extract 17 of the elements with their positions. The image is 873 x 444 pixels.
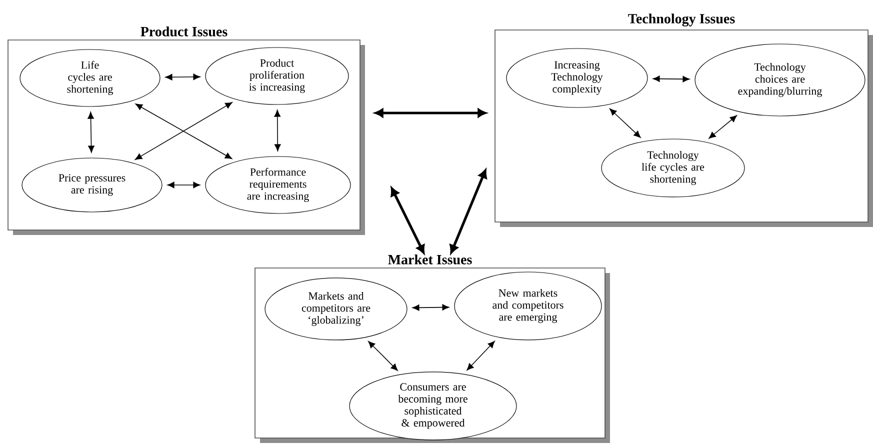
node-label: Consumers are becoming more sophisticated & empowered bbox=[398, 383, 468, 429]
double-arrow bbox=[466, 340, 495, 370]
double-arrow bbox=[368, 341, 398, 371]
double-arrow bbox=[652, 76, 690, 82]
double-arrow bbox=[374, 108, 486, 118]
panel-heading: Technology Issues bbox=[628, 14, 735, 26]
double-arrow bbox=[412, 304, 450, 311]
double-arrow bbox=[167, 182, 200, 188]
double-arrow bbox=[88, 112, 94, 153]
panel-heading: Market Issues bbox=[388, 254, 472, 264]
panel-heading: Product Issues bbox=[140, 26, 228, 36]
double-arrow bbox=[274, 110, 281, 152]
double-arrow bbox=[165, 74, 200, 80]
double-arrow bbox=[390, 187, 425, 254]
double-arrow bbox=[450, 170, 487, 254]
double-arrow bbox=[708, 115, 737, 139]
double-arrow bbox=[610, 108, 641, 138]
